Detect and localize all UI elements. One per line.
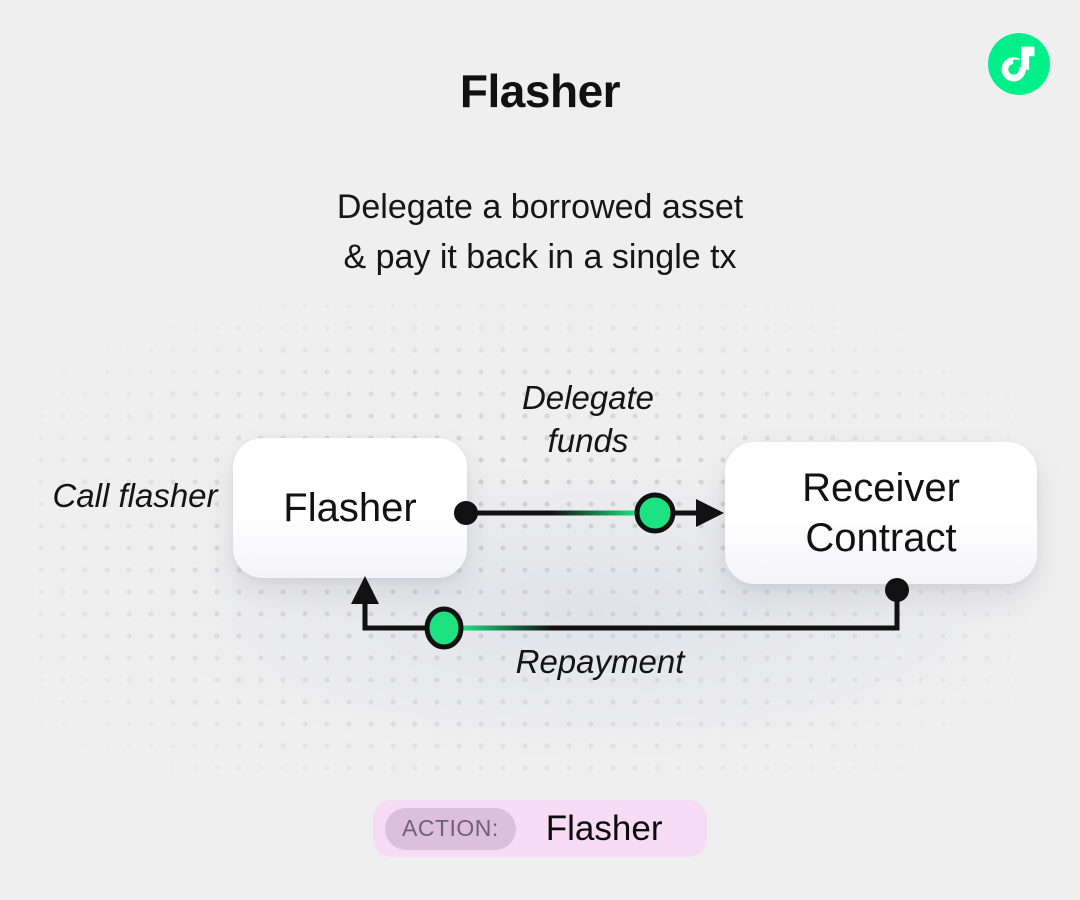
subtitle-line-1: Delegate a borrowed asset	[336, 188, 744, 226]
node-flasher-label: Flasher	[283, 486, 417, 530]
subtitle-line-2: & pay it back in a single tx	[343, 238, 737, 276]
action-badge-value: Flasher	[545, 808, 663, 848]
repayment-label: Repayment	[515, 643, 685, 680]
page-subtitle: Delegate a borrowed asset & pay it back …	[0, 182, 1080, 282]
action-badge-label: ACTION:	[385, 807, 516, 850]
delegate-funds-label: Delegate funds	[521, 379, 655, 459]
node-receiver: Receiver Contract	[725, 442, 1037, 584]
action-badge: ACTION: Flasher	[373, 800, 707, 857]
page-title: Flasher	[459, 65, 621, 117]
node-receiver-label: Receiver Contract	[802, 466, 960, 560]
node-flasher: Flasher	[233, 438, 467, 578]
flow-logo-icon	[988, 33, 1050, 95]
call-flasher-label: Call flasher	[52, 477, 218, 514]
